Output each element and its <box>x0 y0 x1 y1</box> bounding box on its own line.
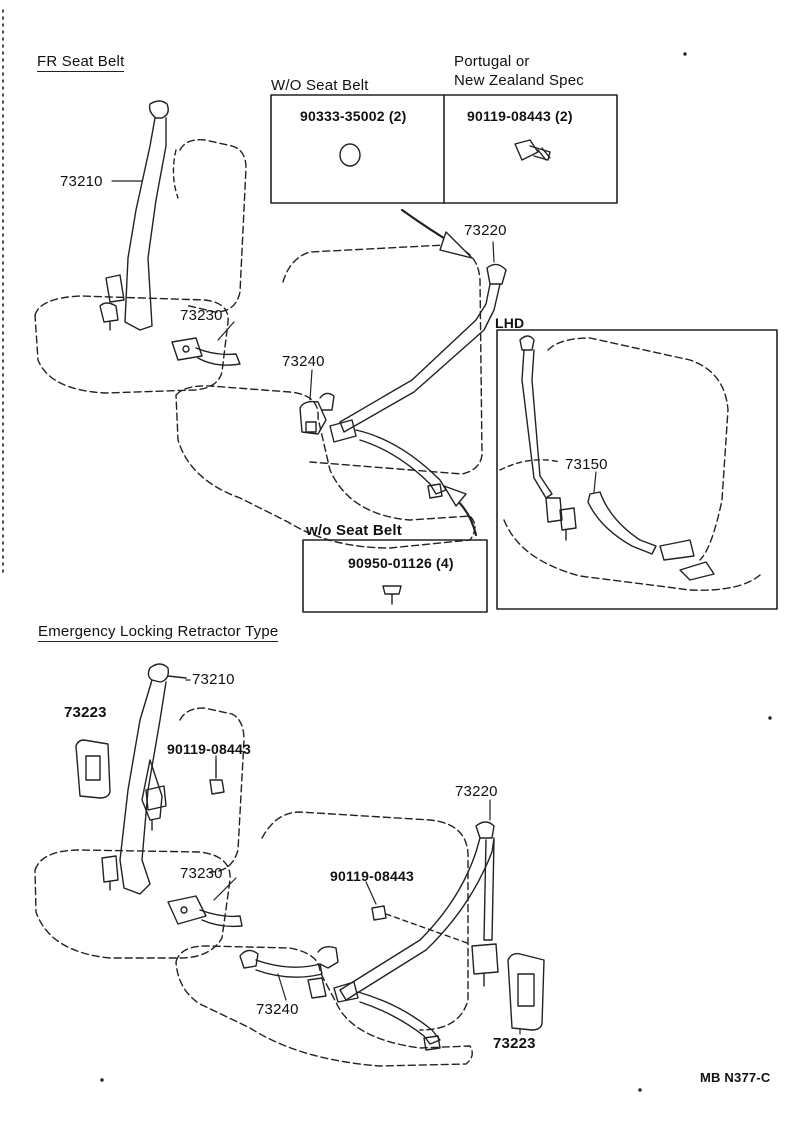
part-number-plug: 90950-01126 (4) <box>348 555 454 571</box>
part-number-grommet: 90333-35002 (2) <box>300 108 407 124</box>
part-label-73223-left: 73223 <box>64 704 107 721</box>
stray-dot <box>638 1088 642 1092</box>
buckle-73240-bottom <box>239 945 339 999</box>
leader-lines <box>111 180 597 1035</box>
buckle-73230-bottom <box>167 895 243 928</box>
box-parts-upper <box>270 94 618 204</box>
part-number-bolt-center: 90119-08443 <box>330 868 414 884</box>
front-seat-top <box>34 139 247 394</box>
part-label-73223-right: 73223 <box>493 1035 536 1052</box>
section-title-fr-seat-belt: FR Seat Belt <box>37 53 125 72</box>
part-label-73240-bottom: 73240 <box>256 1001 299 1018</box>
bolt-left-bottom <box>209 759 225 795</box>
section-title-elr-type: Emergency Locking Retractor Type <box>38 623 279 642</box>
lhd-inset <box>496 329 778 610</box>
belt-73210-top <box>99 100 169 331</box>
box-plug-lower <box>302 539 488 613</box>
retractor-73223-left <box>75 739 111 799</box>
belt-73220-bottom <box>333 821 499 1051</box>
part-label-73230-top: 73230 <box>180 307 223 324</box>
retractor-73223-right <box>507 952 545 1031</box>
belt-73220-top <box>329 263 507 499</box>
part-number-bolt-left: 90119-08443 <box>167 741 251 757</box>
box-header-portugal-line2: New Zealand Spec <box>454 72 584 89</box>
arrow-box-to-73220 <box>400 208 473 259</box>
part-number-bolt-upper: 90119-08443 (2) <box>467 108 573 124</box>
rear-seat-bottom <box>175 811 473 1067</box>
part-label-73210-bottom: 73210 <box>192 671 235 688</box>
box-header-wo-seat-belt-lower: w/o Seat Belt <box>306 522 402 539</box>
arrow-plug-to-seat <box>443 485 478 537</box>
lhd-label: LHD <box>495 315 525 331</box>
bolt-center-bottom <box>371 905 471 945</box>
figure-code: MB N377-C <box>700 1070 771 1085</box>
part-label-73150: 73150 <box>565 456 608 473</box>
part-label-73240-top: 73240 <box>282 353 325 370</box>
front-seat-bottom <box>34 707 245 959</box>
buckle-73240-top <box>299 392 335 435</box>
box-header-wo-seat-belt: W/O Seat Belt <box>271 77 369 94</box>
rear-seat-top <box>175 244 483 549</box>
part-label-73230-bottom: 73230 <box>180 865 223 882</box>
box-header-portugal-line1: Portugal or <box>454 53 530 70</box>
stray-dot <box>100 1078 104 1082</box>
buckle-73230-top <box>171 337 241 366</box>
belt-73210-bottom <box>101 663 187 895</box>
part-label-73220-bottom: 73220 <box>455 783 498 800</box>
part-label-73220-top: 73220 <box>464 222 507 239</box>
stray-dot <box>768 716 772 720</box>
part-label-73210-top: 73210 <box>60 173 103 190</box>
stray-dot <box>683 52 687 56</box>
